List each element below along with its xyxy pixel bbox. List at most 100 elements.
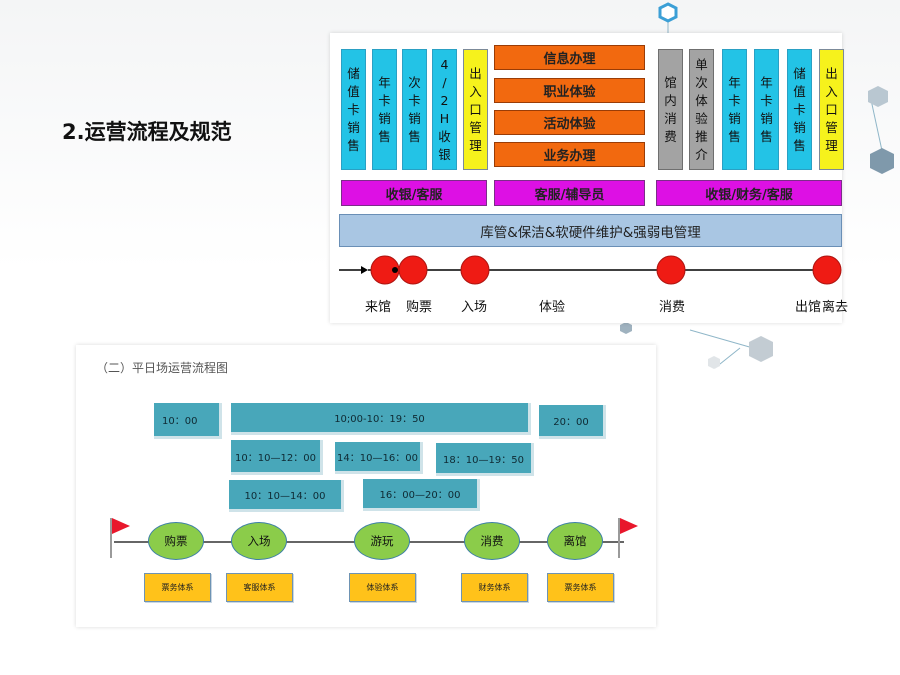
column-char: 年 [728,74,741,90]
column-char: 理 [825,137,838,153]
hexagon-icon [658,2,678,23]
column-in-venue-consumption: 馆内消费 [658,49,683,170]
role-bar-service-tutor: 客服/辅导员 [494,180,645,206]
box-info-processing: 信息办理 [494,45,645,70]
column-char: 年 [378,74,391,90]
column-char: 次 [408,74,421,90]
column-char: 储 [793,65,806,81]
visit-timeline: 来馆 购票 入场 体验 消费 出馆 离去 [339,255,848,323]
hexagon-icon [749,336,773,362]
stage-oval-play: 游玩 [354,522,410,560]
hexagon-icon [868,86,888,107]
timeline-track [339,255,842,285]
column-text: 次卡销售 [408,74,421,146]
column-char: 销 [347,119,360,135]
column-char: 推 [695,128,708,144]
column-char: 费 [664,128,677,144]
system-box-ticketing-2: 票务体系 [547,573,614,602]
stage-label-experience: 体验 [538,300,566,315]
stage-label-consume: 消费 [658,300,686,315]
column-char: 值 [793,83,806,99]
stage-dot-exit [812,255,842,285]
stage-oval-ticket: 购票 [148,522,204,560]
column-char: 出 [825,65,838,81]
column-char: 储 [347,65,360,81]
stage-oval-leave: 离馆 [547,522,603,560]
system-box-customer-service: 客服体系 [226,573,293,602]
system-box-finance: 财务体系 [461,573,528,602]
column-char: 入 [825,83,838,99]
column-char: 销 [793,119,806,135]
support-bar: 库管&保洁&软硬件维护&强弱电管理 [339,214,842,247]
flag-icon [110,518,130,558]
column-char: 年 [760,74,773,90]
column-single-experience-promotion: 单次体验推介 [689,49,714,170]
column-annual-card-sales: 年卡销售 [372,49,397,170]
column-char: 出 [469,65,482,81]
stage-oval-enter: 入场 [231,522,287,560]
column-text: 出入口管理 [825,65,838,155]
column-text: 储值卡销售 [347,65,360,155]
column-char: 售 [347,137,360,153]
diagram-title: （二）平日场运营流程图 [96,361,229,375]
role-bar-cashier-finance-service: 收银/财务/客服 [656,180,842,206]
time-block-play-b: 16：00—20：00 [363,479,480,511]
column-char: 收 [438,128,451,144]
column-char: 口 [825,101,838,117]
column-char: 单 [695,56,708,72]
column-char: / [442,74,447,90]
column-char: 售 [793,137,806,153]
stage-label-exit: 出馆 [794,300,822,315]
column-char: 售 [408,128,421,144]
column-char: 理 [469,137,482,153]
role-bar-cashier-service: 收银/客服 [341,180,487,206]
column-char: H [439,110,450,126]
time-block-close: 20：00 [539,405,606,439]
hexagon-icon [708,356,720,369]
column-char: 销 [408,110,421,126]
time-block-play-a: 14：10—16：00 [335,442,423,474]
column-char: 介 [695,146,708,162]
column-char: 管 [469,119,482,135]
stage-dot-consume [656,255,686,285]
weekday-timeline: 购票 入场 游玩 消费 离馆 票务体系 客服体系 体验体系 财务体系 票务体系 [76,510,656,627]
stage-label-arrive: 来馆 [364,300,392,315]
column-char: 次 [695,74,708,90]
stage-label-ticket: 购票 [405,300,433,315]
column-char: 体 [695,92,708,108]
column-annual-card-sales-3: 年卡销售 [754,49,779,170]
column-exit-management: 出入口管理 [819,49,844,170]
flag-icon [618,518,638,558]
column-stored-value-card-sales-2: 储值卡销售 [787,49,812,170]
column-char: 入 [469,83,482,99]
time-block-ticket-a: 10：10—12：00 [231,440,323,475]
column-char: 管 [825,119,838,135]
column-char: 值 [347,83,360,99]
column-text: 单次体验推介 [695,56,708,164]
column-stored-value-card-sales: 储值卡销售 [341,49,366,170]
stage-label-leave: 离去 [821,300,848,315]
column-char: 消 [664,110,677,126]
column-entrance-management: 出入口管理 [463,49,488,170]
stage-dot-ticket [398,255,428,285]
time-block-spend: 18：10—19：50 [436,443,534,476]
column-text: 年卡销售 [728,74,741,146]
arrow-right-icon [361,266,368,274]
column-char: 卡 [760,92,773,108]
column-char: 验 [695,110,708,126]
column-text: 年卡销售 [760,74,773,146]
column-char: 卡 [347,101,360,117]
column-char: 馆 [664,74,677,90]
time-block-ticket-b: 10：10—14：00 [229,480,344,512]
column-pass-card-sales: 次卡销售 [402,49,427,170]
box-activity-experience: 活动体验 [494,110,645,135]
column-char: 卡 [408,92,421,108]
column-text: 年卡销售 [378,74,391,146]
hexagon-icon [620,322,632,334]
hexagon-icon [870,148,894,174]
column-char: 销 [378,110,391,126]
